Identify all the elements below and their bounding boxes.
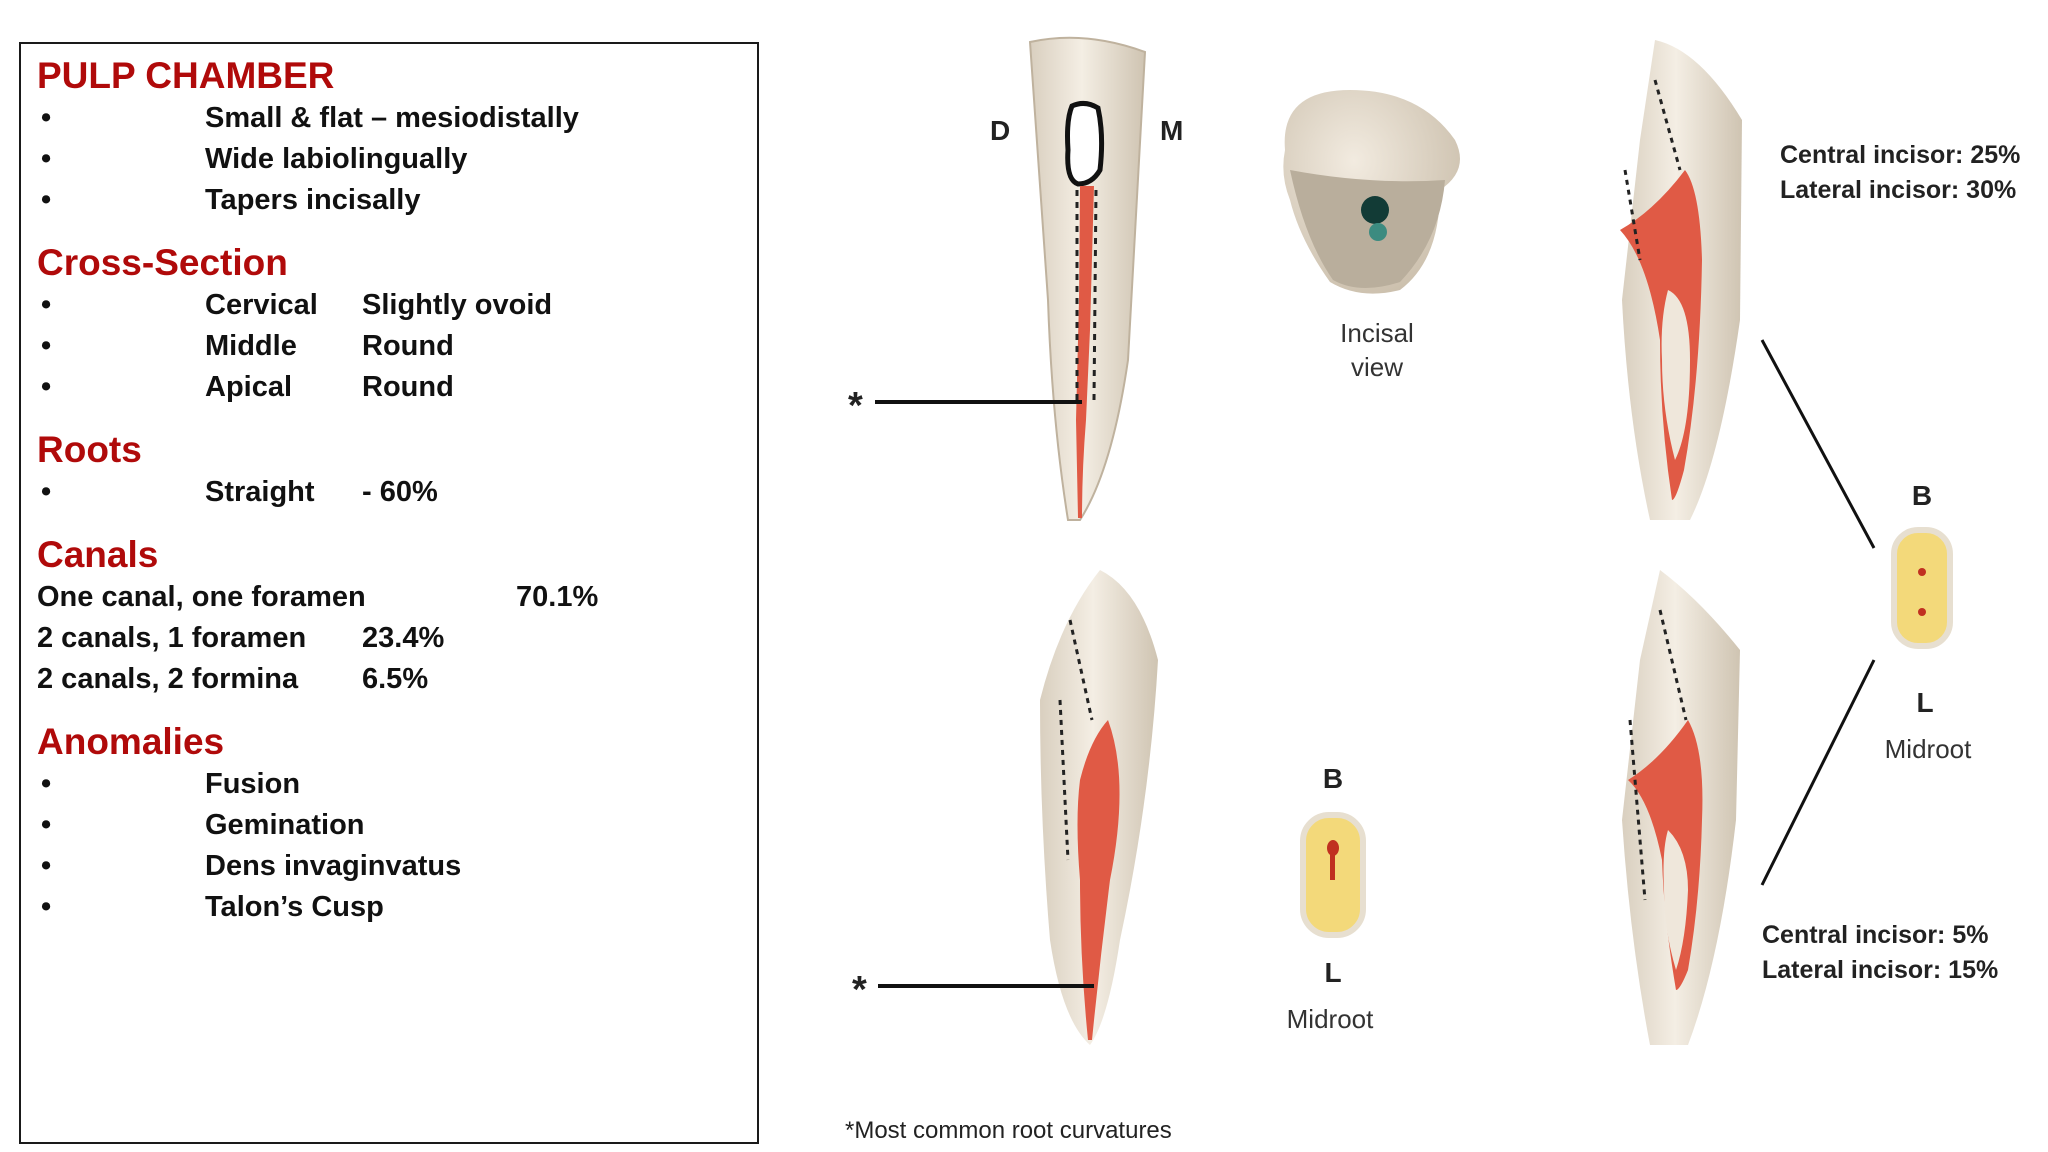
cross-section-row: • Middle Round [37,326,757,367]
cross-section-double: B L Midroot [1760,339,1972,886]
anomaly-item: • Fusion [37,764,757,805]
anomaly-text: Fusion [205,768,301,800]
bottom-stats-line2: Lateral incisor: 15% [1762,956,1998,984]
canals-value: 23.4% [362,622,445,654]
canals-row: 2 canals, 2 formina 6.5% [37,659,757,700]
anomaly-item: • Talon’s Cusp [37,887,757,928]
midroot-label-2: Midroot [1885,734,1972,764]
heading-cross-section: Cross-Section [37,242,288,283]
pulp-item: • Small & flat – mesiodistally [37,98,757,139]
tooth-bottom-left: * [852,570,1158,1045]
canals-value: 70.1% [516,581,599,613]
heading-roots: Roots [37,429,142,470]
top-stats-line1: Central incisor: 25% [1780,141,2020,169]
tooth-bottom-right: Central incisor: 5% Lateral incisor: 15% [1622,570,1998,1045]
canals-text: One canal, one foramen [37,581,366,613]
label-l1: L [1324,957,1341,988]
pulp-item: • Wide labiolingually [37,139,757,180]
cross-section-shape: Round [362,330,454,362]
cross-section-row: • Cervical Slightly ovoid [37,285,757,326]
heading-canals: Canals [37,534,159,575]
label-d: D [990,115,1010,146]
canals-value: 6.5% [362,663,429,695]
roots-row: • Straight - 60% [37,472,757,513]
midroot-label-1: Midroot [1287,1004,1374,1034]
star-top: * [848,385,863,427]
bullet: • [41,143,52,175]
anomaly-text: Gemination [205,809,365,841]
incisal-label-line2: view [1351,352,1403,382]
roots-value: - 60% [362,476,438,508]
pulp-item-text: Wide labiolingually [205,143,468,175]
anomaly-item: • Gemination [37,805,757,846]
anomaly-text: Talon’s Cusp [205,891,384,923]
top-stats-line2: Lateral incisor: 30% [1780,176,2016,204]
canals-text: 2 canals, 1 foramen [37,622,307,654]
pulp-item-text: Small & flat – mesiodistally [205,102,579,134]
bullet: • [41,850,52,882]
cross-section-level: Cervical [205,289,318,321]
bullet: • [41,330,52,362]
label-b2: B [1912,480,1932,511]
label-l2: L [1916,687,1933,718]
bullet: • [41,476,52,508]
bullet: • [41,768,52,800]
cross-section-shape: Slightly ovoid [362,289,553,321]
anomaly-text: Dens invaginvatus [205,850,462,882]
anomaly-item: • Dens invaginvatus [37,846,757,887]
pulp-item: • Tapers incisally [37,180,757,221]
label-m: M [1160,115,1183,146]
roots-type: Straight [205,476,315,508]
tooth-top-right: Central incisor: 25% Lateral incisor: 30… [1620,40,2020,520]
incisal-label-line1: Incisal [1340,318,1414,348]
bullet: • [41,371,52,403]
heading-anomalies: Anomalies [37,721,225,762]
cross-section-row: • Apical Round [37,367,757,408]
bullet: • [41,809,52,841]
label-b1: B [1323,763,1343,794]
cross-section-level: Middle [205,330,297,362]
cross-section-shape: Round [362,371,454,403]
bullet: • [41,184,52,216]
heading-pulp-chamber: PULP CHAMBER [37,55,335,96]
canals-row: One canal, one foramen 70.1% [37,577,757,618]
canals-text: 2 canals, 2 formina [37,663,299,695]
star-bottom: * [852,969,867,1011]
bullet: • [41,289,52,321]
bullet: • [41,102,52,134]
bullet: • [41,891,52,923]
tooth-proximal-view: D M * [848,36,1183,521]
incisal-view: Incisal view [1283,90,1460,382]
cross-section-single: B L Midroot [1287,763,1374,1034]
bottom-stats-line1: Central incisor: 5% [1762,921,1988,949]
footnote: *Most common root curvatures [845,1117,1172,1144]
info-panel: PULP CHAMBER • Small & flat – mesiodistal… [19,42,759,1144]
pulp-item-text: Tapers incisally [205,184,421,216]
cross-section-level: Apical [205,371,293,403]
canals-row: 2 canals, 1 foramen 23.4% [37,618,757,659]
